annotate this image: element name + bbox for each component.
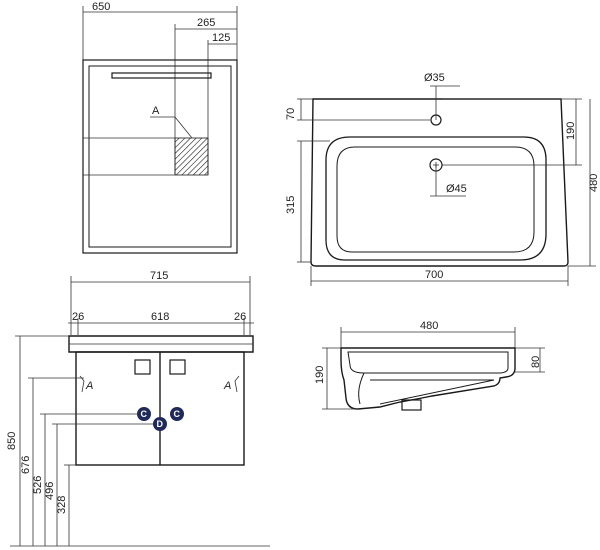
- basin-bowl-outline: [325, 136, 547, 261]
- marker-c-left-label: C: [141, 409, 148, 419]
- basin-side-view: 480 190 80: [314, 320, 545, 411]
- vanity-basin-slab: [68, 335, 254, 353]
- marker-c-left: [137, 407, 151, 421]
- basin-profile-outer: [340, 347, 516, 410]
- marker-a-left: A: [85, 380, 93, 392]
- dim-315: 315: [285, 196, 297, 214]
- section-label-a: A: [152, 105, 160, 117]
- basin-profile-rim: [347, 351, 509, 374]
- marker-a-right: A: [223, 380, 231, 392]
- vanity-square-right: [169, 359, 186, 375]
- dim-700: 700: [425, 269, 443, 281]
- dim-tap-hole: Ø35: [424, 72, 445, 84]
- cabinet-inner-outline: [88, 65, 232, 248]
- dim-inner-width: 618: [151, 311, 169, 323]
- vanity-front-view: 715 26 618 26 A A C C D: [6, 270, 270, 547]
- marker-d-label: D: [157, 419, 164, 429]
- basin-profile-detail: [358, 372, 495, 405]
- dim-height-328: 328: [56, 496, 68, 514]
- marker-c-right-label: C: [174, 409, 181, 419]
- basin-bowl-inner: [336, 146, 535, 253]
- dim-vanity-width: 715: [150, 270, 168, 282]
- basin-top-view: Ø35 Ø45 70 315 190 480 700: [285, 72, 600, 286]
- dim-height-676: 676: [20, 456, 32, 474]
- marker-c-right: [170, 407, 184, 421]
- dim-left-margin: 26: [72, 311, 84, 323]
- hatched-section: [174, 137, 209, 176]
- dim-cabinet-width: 650: [92, 1, 110, 13]
- dim-side-lip: 80: [530, 356, 542, 368]
- dim-height-526: 526: [32, 476, 44, 494]
- dim-height-496: 496: [44, 482, 56, 500]
- dim-height-850: 850: [6, 432, 18, 450]
- cabinet-handle: [111, 72, 212, 79]
- cabinet-outline: [82, 59, 238, 254]
- dim-480: 480: [588, 174, 600, 192]
- dim-drain-hole: Ø45: [446, 183, 467, 195]
- dim-offset-125: 125: [212, 32, 230, 44]
- dim-side-height: 190: [314, 366, 326, 384]
- cabinet-front-view: 650 265 125 A: [82, 1, 238, 254]
- vanity-square-left: [134, 359, 151, 375]
- dim-190: 190: [565, 122, 577, 140]
- basin-outer-outline: [310, 98, 569, 267]
- marker-d: [153, 417, 167, 431]
- dim-right-margin: 26: [234, 311, 246, 323]
- dim-offset-265: 265: [197, 17, 215, 29]
- basin-drain-stub: [401, 399, 422, 411]
- dim-70: 70: [285, 108, 297, 120]
- dim-side-width: 480: [420, 320, 438, 332]
